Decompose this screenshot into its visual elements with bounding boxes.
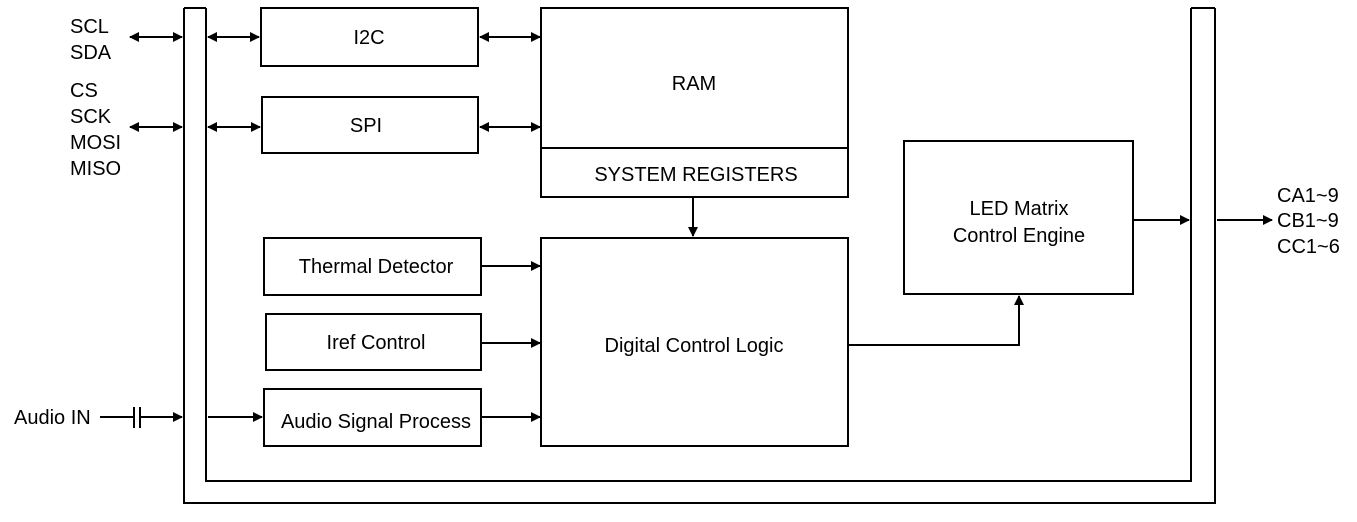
- pin-label-cs: CS: [70, 80, 98, 102]
- led-matrix-engine-label-line2: Control Engine: [953, 225, 1085, 247]
- ram-label: RAM: [672, 73, 716, 95]
- led-matrix-engine-label-line1: LED Matrix: [970, 198, 1069, 220]
- output-label-cb: CB1~9: [1277, 210, 1339, 232]
- pin-label-sck: SCK: [70, 106, 112, 128]
- audio-in-label: Audio IN: [14, 407, 91, 429]
- pin-label-scl: SCL: [70, 16, 109, 38]
- audio-signal-process-label: Audio Signal Process: [281, 411, 471, 433]
- output-label-cc: CC1~6: [1277, 236, 1340, 258]
- pin-label-miso: MISO: [70, 158, 121, 180]
- pin-label-mosi: MOSI: [70, 132, 121, 154]
- bus-frame-inner: [205, 8, 1192, 482]
- bus-frame-outer: [183, 8, 1216, 504]
- pin-label-sda: SDA: [70, 42, 112, 64]
- logic-to-engine-arrow: [848, 295, 1024, 346]
- i2c-label: I2C: [353, 27, 384, 49]
- spi-label: SPI: [350, 115, 382, 137]
- i2c-block: [260, 7, 479, 67]
- system-registers-label: SYSTEM REGISTERS: [594, 164, 797, 186]
- audio-signal-process-block: [263, 388, 482, 447]
- digital-control-logic-block: [540, 237, 849, 447]
- output-label-ca: CA1~9: [1277, 185, 1339, 207]
- spi-block: [261, 96, 479, 154]
- digital-control-logic-label: Digital Control Logic: [605, 335, 784, 357]
- led-matrix-engine-block: [903, 140, 1134, 295]
- iref-control-label: Iref Control: [327, 332, 426, 354]
- thermal-detector-label: Thermal Detector: [299, 256, 454, 278]
- ram-block: [540, 7, 849, 198]
